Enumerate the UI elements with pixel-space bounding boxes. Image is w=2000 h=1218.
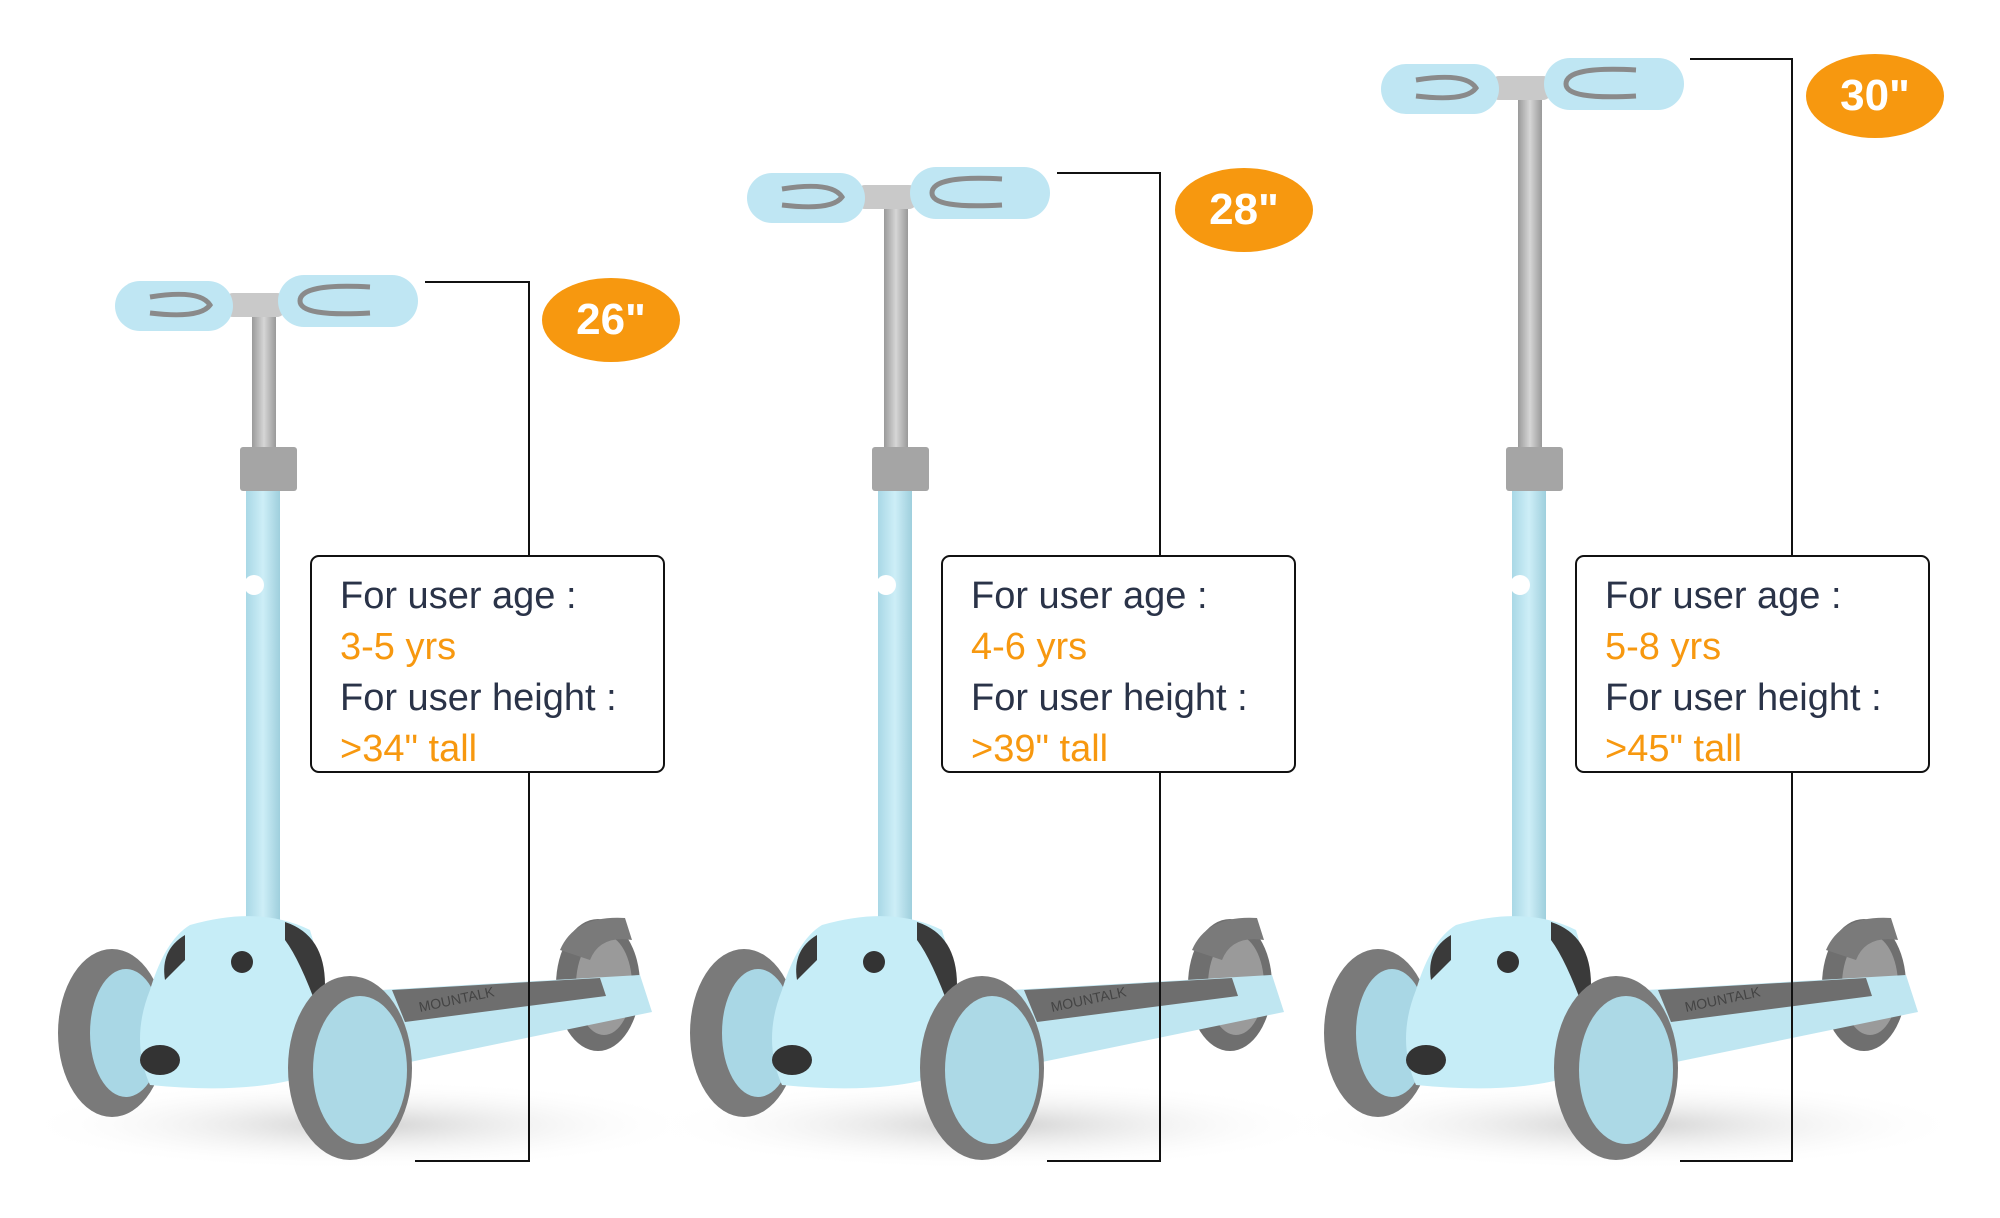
front-body xyxy=(140,916,323,1089)
rear-fender xyxy=(1826,917,1898,960)
right-front-hub xyxy=(313,996,407,1144)
scooter: MOUNTALK xyxy=(652,167,1332,1170)
height-label: For user height : xyxy=(340,677,617,719)
extension-stem xyxy=(1518,93,1542,450)
left-grip-pattern xyxy=(149,291,214,318)
stem-tube xyxy=(1512,488,1546,928)
handlebar-center xyxy=(1491,76,1551,100)
right-ear xyxy=(285,922,325,1010)
left-grip xyxy=(115,281,233,331)
handlebar-center xyxy=(225,293,285,317)
stem-tube xyxy=(246,488,280,928)
right-grip-pattern xyxy=(297,283,371,317)
right-grip-pattern xyxy=(1563,66,1637,100)
age-label: For user age : xyxy=(340,575,577,617)
height-label: For user height : xyxy=(1605,677,1882,719)
eye xyxy=(1497,951,1519,973)
right-front-hub xyxy=(945,996,1039,1144)
front-body xyxy=(1406,916,1589,1089)
height-label: For user height : xyxy=(971,677,1248,719)
user-info-box: For user age : 4-6 yrs For user height :… xyxy=(941,555,1296,773)
right-front-hub xyxy=(1579,996,1673,1144)
handlebar-height-value: 26" xyxy=(576,295,646,344)
user-info-box: For user age : 5-8 yrs For user height :… xyxy=(1575,555,1930,773)
right-ear xyxy=(917,922,957,1010)
left-grip-pattern xyxy=(1415,74,1480,101)
nose xyxy=(140,1045,180,1075)
logo-dot xyxy=(1510,575,1530,595)
rear-fender xyxy=(1192,917,1264,960)
left-grip xyxy=(1381,64,1499,114)
extension-stem xyxy=(884,202,908,450)
age-value: 5-8 yrs xyxy=(1605,626,1722,668)
logo-dot xyxy=(244,575,264,595)
logo-dot xyxy=(876,575,896,595)
height-value: >34" tall xyxy=(340,728,478,770)
age-label: For user age : xyxy=(1605,575,1842,617)
age-value: 4-6 yrs xyxy=(971,626,1088,668)
right-grip-pattern xyxy=(929,175,1003,209)
user-info-box: For user age : 3-5 yrs For user height :… xyxy=(310,555,665,773)
age-label: For user age : xyxy=(971,575,1208,617)
handlebar-height-value: 30" xyxy=(1840,71,1910,120)
deck-grip xyxy=(392,978,606,1022)
handlebar-height-value: 28" xyxy=(1209,185,1279,234)
extension-stem xyxy=(252,310,276,450)
height-clamp xyxy=(872,447,929,491)
height-value: >45" tall xyxy=(1605,728,1743,770)
left-grip xyxy=(747,173,865,223)
front-body xyxy=(772,916,955,1089)
nose xyxy=(772,1045,812,1075)
height-clamp xyxy=(1506,447,1563,491)
left-grip-pattern xyxy=(781,183,846,210)
deck-grip xyxy=(1658,978,1872,1022)
handlebar-height-badge: 28" xyxy=(1175,168,1313,252)
right-ear xyxy=(1551,922,1591,1010)
left-ear xyxy=(164,935,185,980)
eye xyxy=(863,951,885,973)
rear-fender xyxy=(560,917,632,960)
handlebar-center xyxy=(857,185,917,209)
height-clamp xyxy=(240,447,297,491)
scooter: MOUNTALK xyxy=(1286,58,1966,1170)
left-ear xyxy=(1430,935,1451,980)
left-ear xyxy=(796,935,817,980)
handlebar-height-badge: 26" xyxy=(542,278,680,362)
stem-tube xyxy=(878,488,912,928)
age-value: 3-5 yrs xyxy=(340,626,457,668)
handlebar-height-badge: 30" xyxy=(1806,54,1944,138)
deck-grip xyxy=(1024,978,1238,1022)
eye xyxy=(231,951,253,973)
scooter: MOUNTALK xyxy=(20,275,700,1170)
height-value: >39" tall xyxy=(971,728,1109,770)
nose xyxy=(1406,1045,1446,1075)
